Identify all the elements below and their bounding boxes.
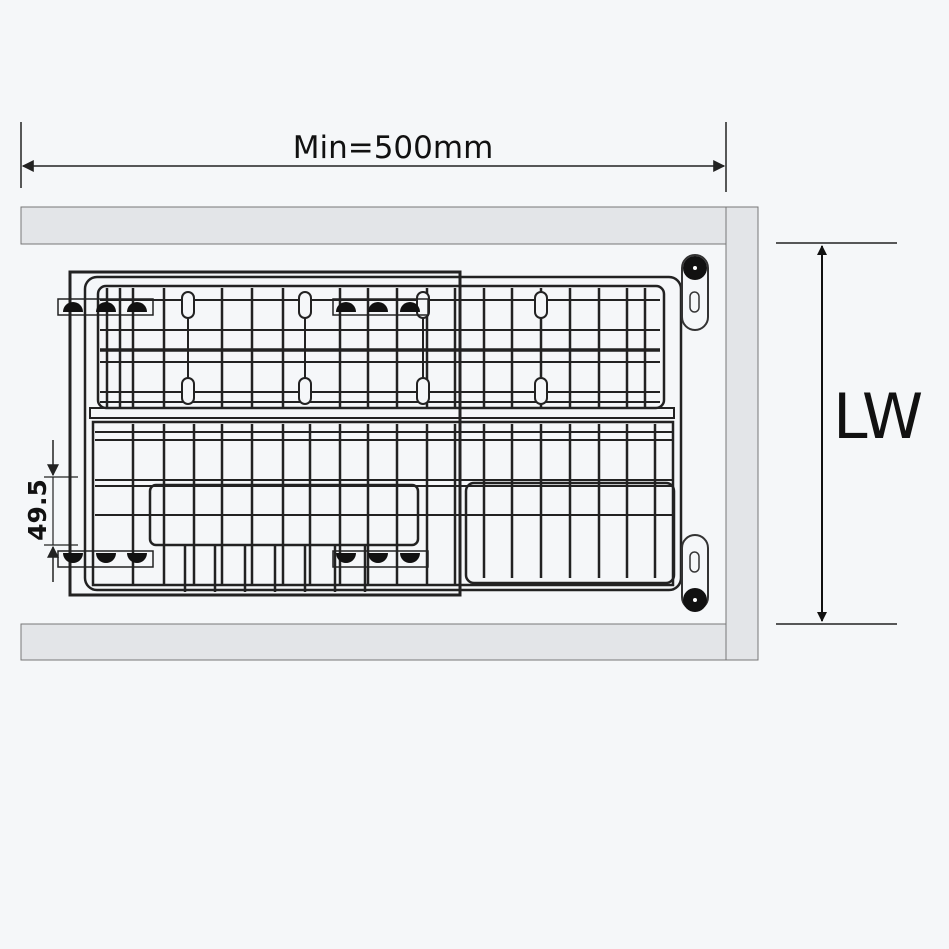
cabinet-top-panel bbox=[20, 206, 727, 245]
basket-front-frame bbox=[68, 270, 462, 597]
clip-plate bbox=[57, 550, 154, 568]
slide-clip-top bbox=[681, 254, 709, 331]
hanger-bottom bbox=[416, 377, 430, 405]
basket-outer-rail bbox=[83, 275, 683, 592]
clip-cap-icon bbox=[368, 553, 388, 563]
clip-cap-icon bbox=[336, 553, 356, 563]
clip-plate bbox=[57, 298, 154, 316]
clip-cap-icon bbox=[400, 302, 420, 312]
clip-cap-icon bbox=[336, 302, 356, 312]
clip-cap-icon bbox=[63, 553, 83, 563]
cabinet-bottom-panel bbox=[20, 623, 727, 661]
width-dimension: Min=500mm bbox=[20, 122, 727, 192]
height-dimension-label: LW bbox=[833, 380, 923, 453]
clip-cap-icon bbox=[368, 302, 388, 312]
pull-out-basket bbox=[57, 270, 683, 597]
hanger-top bbox=[416, 291, 430, 319]
clip-plate bbox=[332, 550, 429, 568]
width-dimension-label: Min=500mm bbox=[293, 130, 494, 166]
hanger-top bbox=[534, 291, 548, 319]
cabinet-side-panel bbox=[725, 206, 759, 661]
hanger-top bbox=[298, 291, 312, 319]
height-dimension: LW bbox=[776, 242, 923, 625]
clip-plate bbox=[332, 298, 429, 316]
clip-cap-icon bbox=[127, 553, 147, 563]
hanger-bottom bbox=[181, 377, 195, 405]
hanger-top bbox=[181, 291, 195, 319]
spacing-dimension: 49.5 bbox=[23, 440, 78, 582]
clip-cap-icon bbox=[96, 302, 116, 312]
clip-cap-icon bbox=[127, 302, 147, 312]
clip-cap-icon bbox=[400, 553, 420, 563]
tier-divider-bar bbox=[89, 407, 675, 419]
slide-clip-bottom bbox=[681, 534, 709, 612]
clip-cap-icon bbox=[63, 302, 83, 312]
hanger-bottom bbox=[534, 377, 548, 405]
hanger-bottom bbox=[298, 377, 312, 405]
clip-cap-icon bbox=[96, 553, 116, 563]
spacing-dimension-label: 49.5 bbox=[23, 479, 52, 541]
